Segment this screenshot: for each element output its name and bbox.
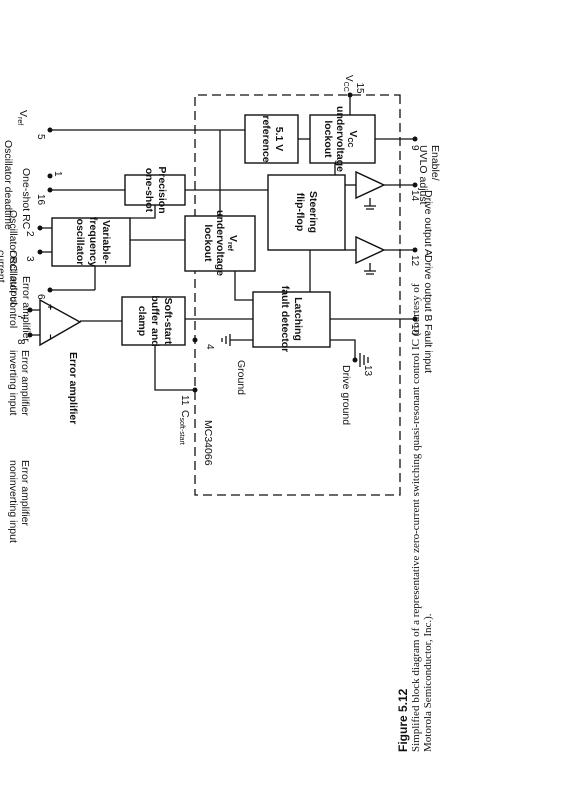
vref-label: Vref <box>16 110 29 125</box>
ea-inv-label-2: inverting input <box>7 350 19 415</box>
drive-ground-pin-number: 13 <box>362 365 373 377</box>
osc-ctrl-pin-number: 3 <box>24 256 35 262</box>
caption-line-1: Simplified block diagram of a representa… <box>410 283 422 752</box>
csoft-label: Csoft-start <box>178 410 191 445</box>
osc-rc-pin-number: 2 <box>24 231 35 237</box>
latching-label-2: fault detector <box>279 286 291 353</box>
enable-label-2: UVLO adjust <box>417 145 429 205</box>
oneshot-rc-label: One-shot RC <box>20 168 32 230</box>
vref-uvlo-label-2: undervoltage <box>214 210 226 276</box>
drive-a-pin-number: 14 <box>409 190 420 202</box>
drive-ground-icon <box>359 353 369 367</box>
drive-b-label: Drive output B <box>422 255 434 322</box>
softstart-label-1: Soft-start <box>162 298 174 345</box>
reference-label-2: reference <box>260 115 272 162</box>
drive-a-label: Drive output A <box>422 190 434 256</box>
vref-pin-number: 5 <box>35 134 46 140</box>
steering-label-2: flip-flop <box>294 193 306 231</box>
ea-out-pin-number: 6 <box>35 294 46 300</box>
fault-pin-number: 10 <box>409 324 420 336</box>
osc-rc-label: Oscillator RC <box>7 210 19 272</box>
ea-inv-pin-number: 7 <box>15 314 26 320</box>
vcc-uvlo-label-3: lockout <box>322 120 334 158</box>
vcc-pin-number: 15 <box>354 82 365 94</box>
wire-ea-output-pin <box>50 266 96 291</box>
driver-b-buffer <box>355 235 386 265</box>
enable-pin-number: 9 <box>409 145 420 151</box>
figure-title: Figure 5.12 <box>396 688 410 752</box>
ground-label: Ground <box>235 360 247 395</box>
ea-plus-sign: + <box>44 304 56 310</box>
ea-out-label-2: output <box>8 276 20 305</box>
wire-osc-pins <box>40 227 52 253</box>
block-diagram-figure: VCC undervoltage lockout 5.1 V reference… <box>0 75 441 543</box>
softstart-label-3: clamp <box>136 306 148 336</box>
error-amplifier <box>39 298 82 347</box>
oneshot-rc-pin-number: 16 <box>35 194 46 206</box>
ea-noninv-label-1: Error amplifier <box>19 460 31 526</box>
osc-deadtime-pin-number: 1 <box>52 171 63 177</box>
drive-ground-label: Drive ground <box>340 365 352 425</box>
ground-icon <box>221 334 231 346</box>
vcc-pin-label: VCC <box>342 75 354 92</box>
wire-drive-ground <box>330 339 356 360</box>
vfo-label-2: frequency <box>87 217 99 267</box>
oneshot-label-1: Precision <box>156 166 168 213</box>
enable-label-1: Enable/ <box>429 145 441 181</box>
drive-b-pin-number: 12 <box>409 255 420 267</box>
ea-noninv-pin-number: 8 <box>15 339 26 345</box>
chip-outline <box>194 94 401 496</box>
softstart-label-2: buffer and <box>149 295 161 346</box>
driver-b-ground-icon <box>364 263 376 275</box>
pin-dots <box>27 92 418 393</box>
vref-uvlo-label-3: lockout <box>202 224 214 262</box>
driver-a-buffer <box>355 170 386 200</box>
osc-deadtime-label: Oscillator deadtime <box>2 140 14 230</box>
ea-out-label-1: Error amplifier <box>20 276 32 342</box>
vfo-label-3: oscillator <box>74 219 86 266</box>
caption-line-2: Motorola Semiconductor, Inc.). <box>422 613 434 752</box>
reference-label-1: 5.1 V <box>273 127 285 152</box>
vfo-label-1: Variable- <box>100 220 112 264</box>
oneshot-label-2: one-shot <box>143 168 155 213</box>
ea-minus-sign: − <box>44 334 56 340</box>
vf-oscillator-block <box>51 217 131 267</box>
part-number: MC34066 <box>202 420 214 466</box>
vcc-uvlo-label: VCC <box>346 130 359 147</box>
osc-ctrl-label-2: current <box>0 250 7 283</box>
driver-a-ground-icon <box>364 198 376 210</box>
wire-oneshot-osc <box>130 205 156 219</box>
block-diagram: VCC undervoltage lockout 5.1 V reference… <box>0 75 441 543</box>
wire-softstart-pin <box>154 345 195 391</box>
vcc-uvlo-label-2: undervoltage <box>334 106 346 172</box>
wire-uvlo-fault <box>234 271 253 301</box>
ea-inv-label-1: Error amplifier <box>19 350 31 416</box>
latching-label-1: Latching <box>292 297 304 341</box>
osc-ctrl-label-1: Oscillator control <box>7 250 19 328</box>
steering-label-1: Steering <box>307 191 319 233</box>
steering-flipflop-block <box>267 174 346 251</box>
error-amplifier-label: Error amplifier <box>67 352 79 424</box>
fault-label: Fault input <box>422 324 434 373</box>
ea-noninv-label-2: noninverting input <box>7 460 19 543</box>
vref-uvlo-label: Vref <box>226 235 239 252</box>
ground-pin-number: 4 <box>204 344 215 350</box>
precision-oneshot-block <box>124 174 186 206</box>
caption-vertical: Figure 5.12 Simplified block diagram of … <box>396 52 434 752</box>
csoft-pin-number: 11 <box>179 395 190 406</box>
